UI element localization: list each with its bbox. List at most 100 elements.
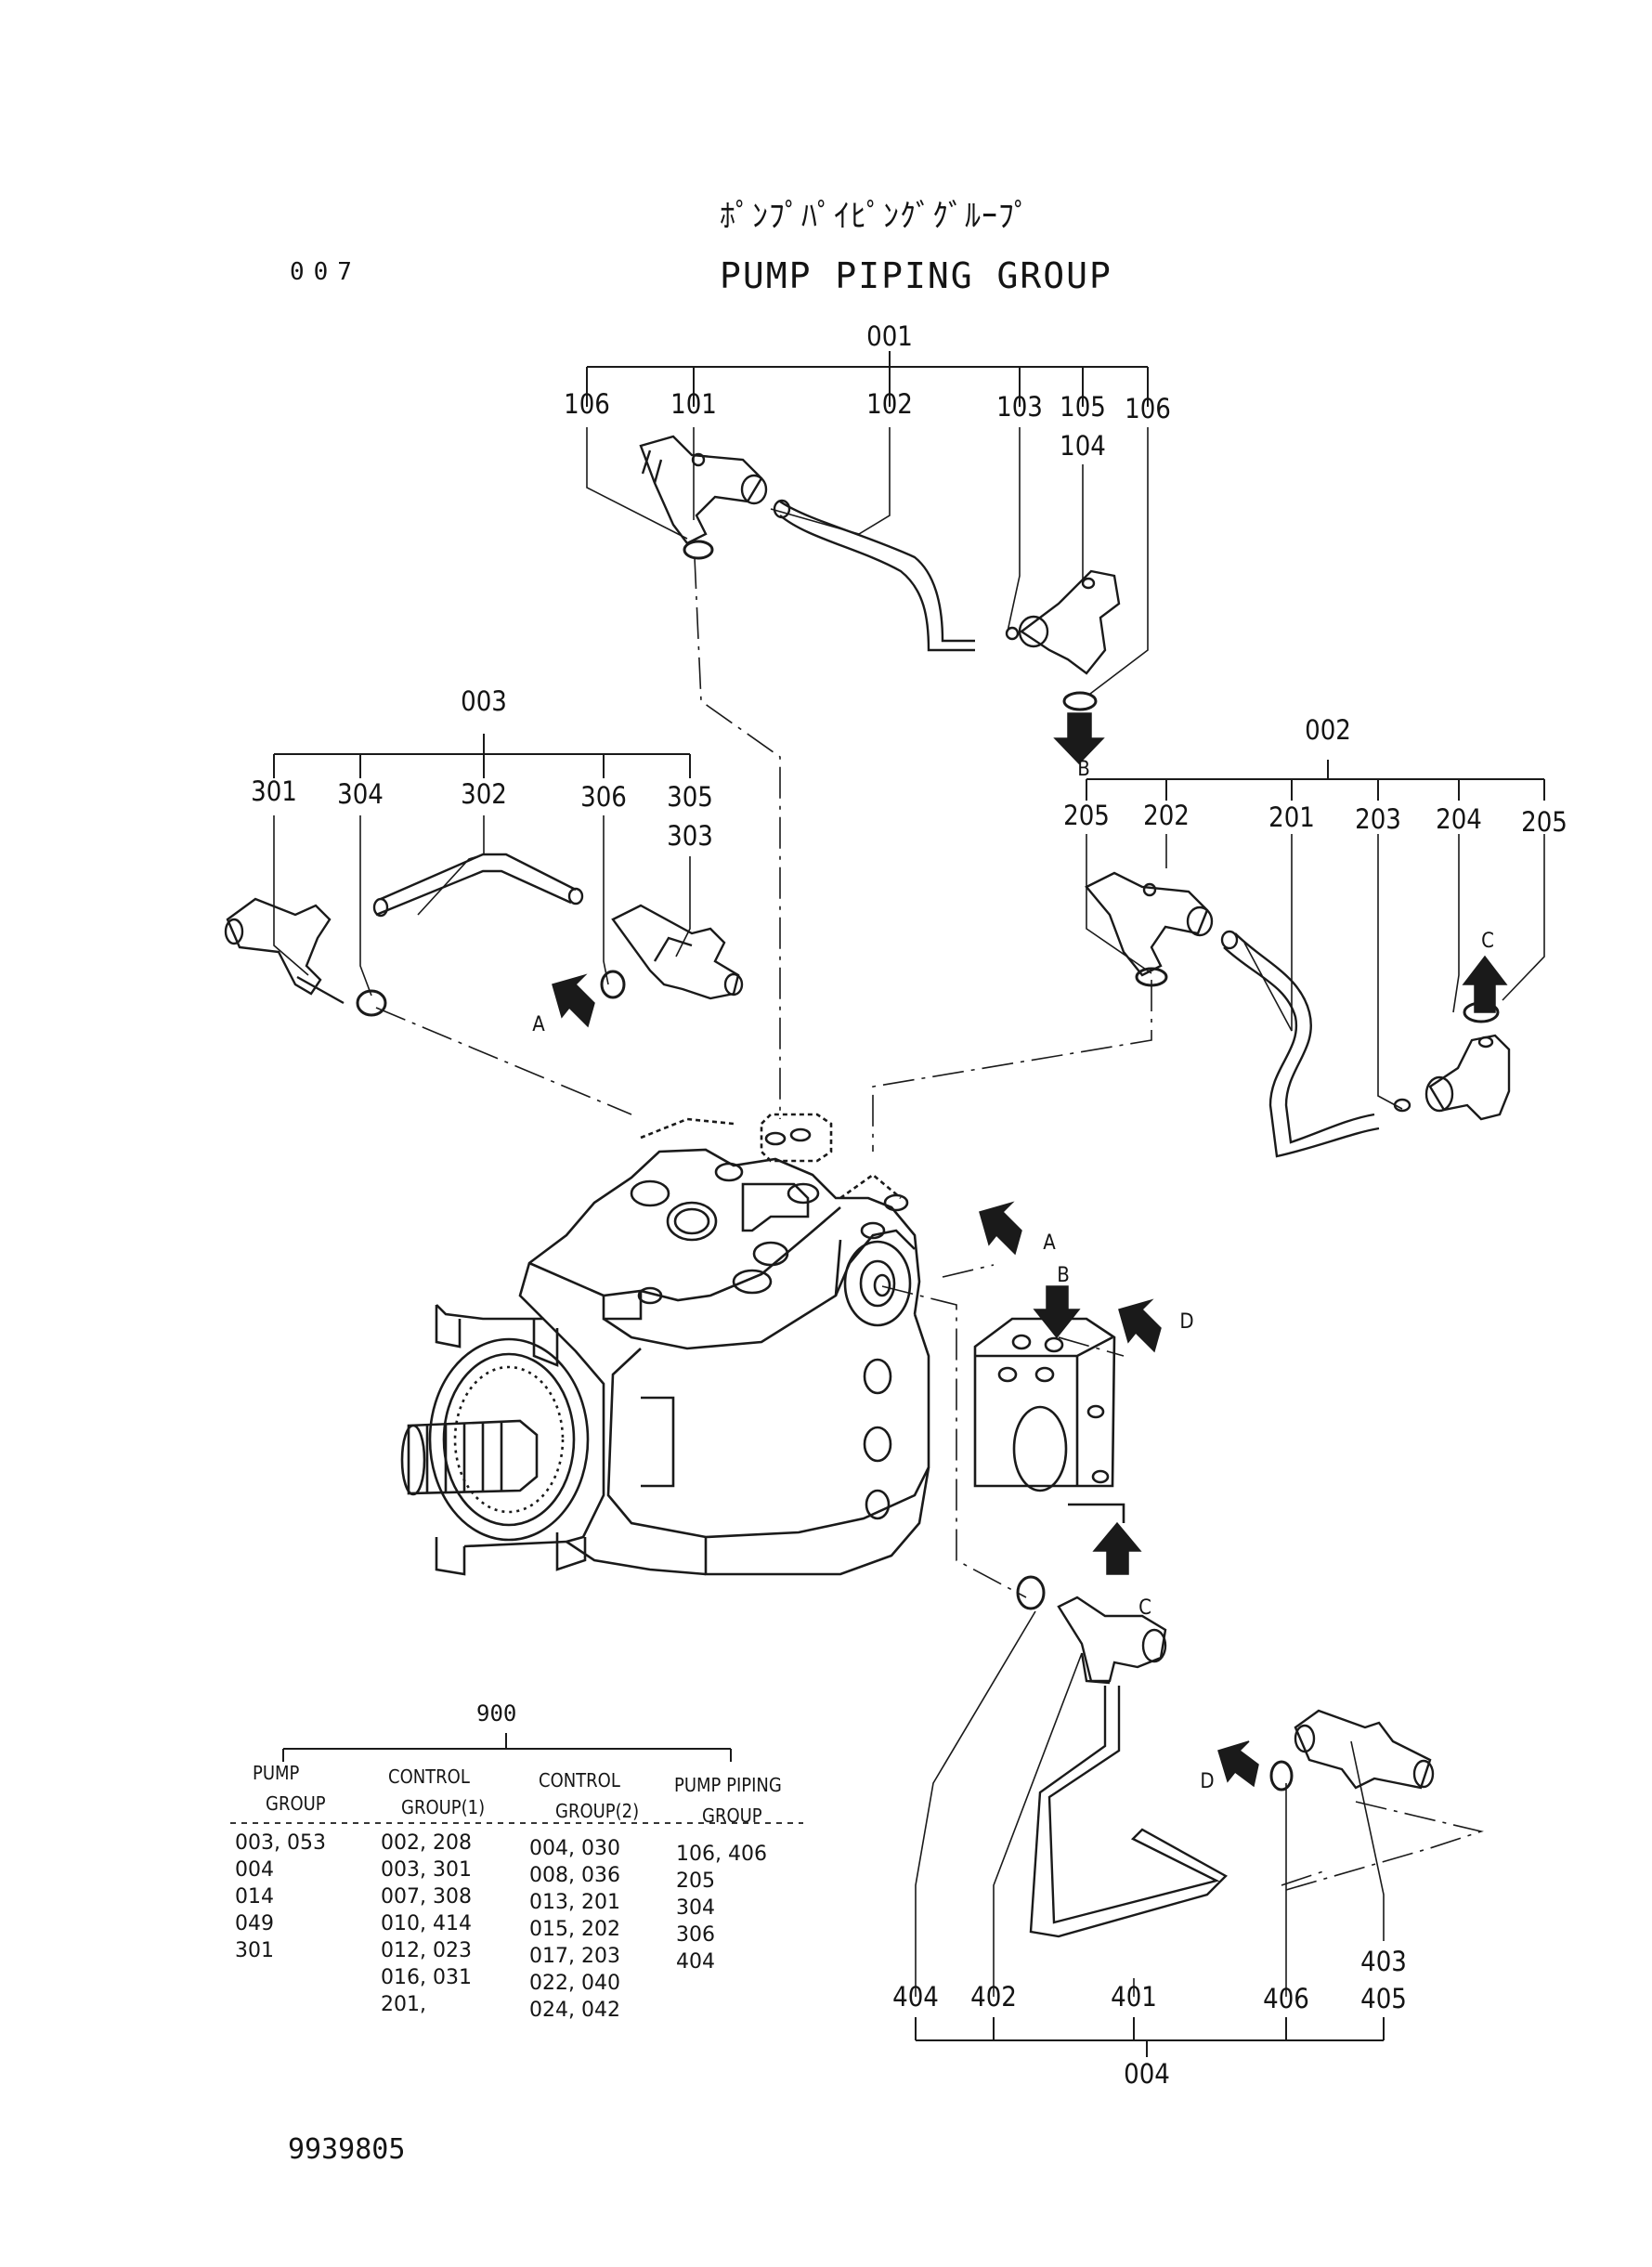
arrow-c-right bbox=[1462, 955, 1508, 1013]
callout-205-left: 205 bbox=[1063, 800, 1110, 831]
callout-302: 302 bbox=[461, 778, 507, 810]
table-cell: 301 bbox=[235, 1939, 274, 1962]
o-ring-106-left bbox=[683, 540, 714, 560]
marker-a-right: A bbox=[1043, 1231, 1056, 1255]
table-cell: 015, 202 bbox=[529, 1918, 620, 1941]
hose-302 bbox=[375, 853, 577, 917]
plug-203 bbox=[1393, 1098, 1411, 1113]
callout-001: 001 bbox=[866, 320, 913, 352]
o-ring-304 bbox=[356, 989, 387, 1017]
hose-401 bbox=[1029, 1686, 1228, 1938]
callout-301: 301 bbox=[251, 775, 297, 807]
pump-body bbox=[400, 1113, 1125, 1576]
table-cell: 017, 203 bbox=[529, 1945, 620, 1968]
callout-105: 105 bbox=[1060, 391, 1106, 423]
arrow-b-top bbox=[1053, 712, 1105, 765]
callout-102: 102 bbox=[866, 388, 913, 420]
title-english: PUMP PIPING GROUP bbox=[720, 255, 1112, 296]
table-cell: 004, 030 bbox=[529, 1837, 620, 1860]
o-ring-106-right bbox=[1062, 691, 1098, 711]
arrow-a-right bbox=[979, 1201, 1022, 1256]
table-column-pump-group: 003, 053 004 014 049 301 bbox=[235, 1830, 326, 1964]
table-cell: 003, 301 bbox=[381, 1858, 472, 1882]
callout-201: 201 bbox=[1268, 801, 1315, 833]
marker-c-bottom: C bbox=[1138, 1596, 1151, 1620]
table-cell: 022, 040 bbox=[529, 1972, 620, 1995]
table-column-control-group-1: 002, 208 003, 301 007, 308 010, 414 012,… bbox=[381, 1830, 472, 2018]
table-cell: 004 bbox=[235, 1858, 274, 1882]
callout-203: 203 bbox=[1355, 803, 1401, 835]
arrow-d-bottom bbox=[1217, 1740, 1259, 1788]
callout-304: 304 bbox=[337, 778, 384, 810]
table-cell: 049 bbox=[235, 1912, 274, 1935]
callout-104: 104 bbox=[1060, 430, 1106, 462]
table-cell: 024, 042 bbox=[529, 1999, 620, 2022]
marker-c-right: C bbox=[1481, 930, 1494, 953]
hose-102 bbox=[779, 501, 975, 652]
table-cell: 010, 414 bbox=[381, 1912, 472, 1935]
marker-b-top: B bbox=[1077, 758, 1090, 781]
o-ring-404 bbox=[1016, 1575, 1046, 1610]
table-cell: 008, 036 bbox=[529, 1864, 620, 1887]
callout-303: 303 bbox=[667, 820, 713, 852]
fitting-104 bbox=[1018, 569, 1121, 675]
o-ring-205-left bbox=[1135, 967, 1168, 987]
fitting-402 bbox=[1057, 1596, 1167, 1685]
fitting-403 bbox=[1294, 1709, 1435, 1790]
dash-dot-connection-lines bbox=[375, 556, 1484, 1891]
table-cell: 404 bbox=[676, 1950, 715, 1974]
arrow-c-bottom bbox=[1092, 1521, 1142, 1575]
table-cell: 003, 053 bbox=[235, 1831, 326, 1855]
fitting-101 bbox=[639, 435, 768, 545]
marker-a-left: A bbox=[532, 1013, 545, 1036]
hose-201 bbox=[1223, 932, 1380, 1158]
callout-202: 202 bbox=[1143, 800, 1190, 831]
callout-205-right: 205 bbox=[1521, 806, 1567, 838]
table-header-pump-piping-group: PUMP PIPING GROUP bbox=[674, 1774, 782, 1827]
marker-b-right: B bbox=[1057, 1264, 1070, 1287]
table-cell: 306 bbox=[676, 1923, 715, 1947]
marker-d-bottom: D bbox=[1200, 1770, 1214, 1793]
view-marker-letters: B C A A B D C D bbox=[532, 758, 1494, 1793]
marker-d-right: D bbox=[1179, 1310, 1193, 1334]
table-header-control-group-2: CONTROL GROUP(2) bbox=[539, 1769, 640, 1822]
table-column-pump-piping-group: 106, 406 205 304 306 404 bbox=[676, 1841, 767, 1975]
table-cell: 012, 023 bbox=[381, 1939, 472, 1962]
callout-brackets bbox=[273, 351, 1545, 2057]
callout-306: 306 bbox=[580, 781, 627, 813]
table-cell: 106, 406 bbox=[676, 1843, 767, 1866]
arrow-a-left bbox=[552, 973, 595, 1028]
fitting-202 bbox=[1085, 871, 1214, 977]
callout-103: 103 bbox=[996, 391, 1043, 423]
view-arrows bbox=[552, 712, 1508, 1788]
table-cell: 014 bbox=[235, 1885, 274, 1909]
table-cell: 201, bbox=[381, 1993, 426, 2016]
callout-402: 402 bbox=[970, 1981, 1017, 2013]
table-header-pump-group: PUMP GROUP bbox=[253, 1762, 326, 1815]
title-japanese: ﾎﾟﾝﾌﾟﾊﾟｲﾋﾟﾝｸﾞｸﾞﾙｰﾌﾟ bbox=[720, 198, 1031, 235]
o-ring-306 bbox=[600, 970, 626, 999]
callout-204: 204 bbox=[1436, 803, 1482, 835]
table-code: 900 bbox=[476, 1700, 517, 1726]
plug-103 bbox=[1005, 626, 1020, 641]
callout-numbers: 001 106 101 102 103 105 104 106 003 301 … bbox=[251, 320, 1567, 2090]
document-number: 9939805 bbox=[288, 2133, 406, 2166]
callout-401: 401 bbox=[1111, 1981, 1157, 2013]
o-ring-406 bbox=[1269, 1760, 1294, 1791]
callout-106-right: 106 bbox=[1125, 393, 1171, 424]
callout-106-left: 106 bbox=[564, 388, 610, 420]
table-cell: 002, 208 bbox=[381, 1831, 472, 1855]
callout-403: 403 bbox=[1360, 1946, 1407, 1977]
callout-305: 305 bbox=[667, 781, 713, 813]
table-cell: 013, 201 bbox=[529, 1891, 620, 1914]
arrow-d-right bbox=[1118, 1298, 1162, 1353]
callout-406: 406 bbox=[1263, 1983, 1309, 2014]
callout-004: 004 bbox=[1124, 2058, 1170, 2090]
table-column-control-group-2: 004, 030 008, 036 013, 201 015, 202 017,… bbox=[529, 1835, 620, 2024]
table-cell: 205 bbox=[676, 1870, 715, 1893]
callout-405: 405 bbox=[1360, 1983, 1407, 2014]
fittings-and-hoses bbox=[224, 435, 1511, 1938]
fitting-301 bbox=[224, 897, 345, 1005]
